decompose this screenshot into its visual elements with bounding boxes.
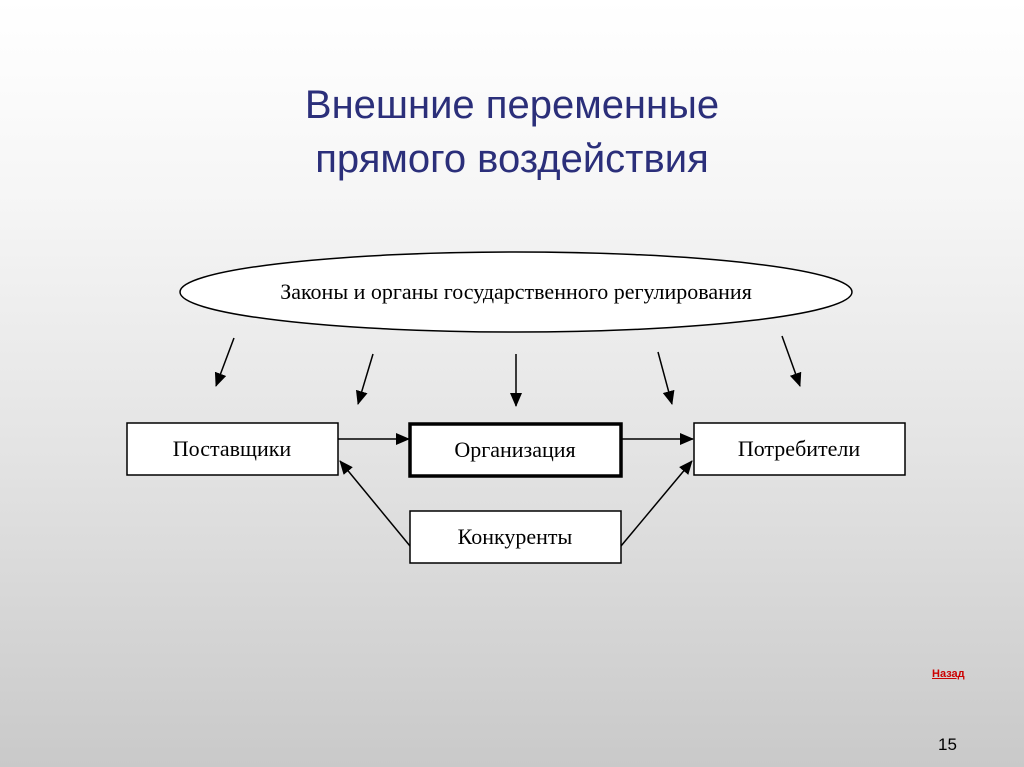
organization-box xyxy=(408,422,623,478)
slide-title: Внешние переменные прямого воздействия xyxy=(0,78,1024,186)
suppliers-label: Поставщики xyxy=(173,436,292,461)
arrow-regulation-4 xyxy=(657,351,675,405)
arrow-regulation-2 xyxy=(355,353,374,405)
consumers-box xyxy=(693,422,906,476)
consumers-label: Потребители xyxy=(738,436,861,461)
organization-node: Организация xyxy=(408,422,623,478)
arrow-competitors-to-consumers xyxy=(620,460,693,547)
slide-title-line-1: Внешние переменные xyxy=(304,83,720,127)
arrow-competitors-to-suppliers xyxy=(339,460,411,547)
regulation-node: Законы и органы государственного регулир… xyxy=(179,251,853,333)
arrow-regulation-5 xyxy=(781,335,802,387)
regulation-ellipse xyxy=(179,251,853,333)
organization-label: Организация xyxy=(454,437,575,462)
regulation-label: Законы и органы государственного регулир… xyxy=(280,279,752,304)
competitors-label: Конкуренты xyxy=(458,524,573,549)
suppliers-box xyxy=(126,422,339,476)
suppliers-node: Поставщики xyxy=(126,422,339,476)
arrow-regulation-1 xyxy=(214,337,235,387)
competitors-box xyxy=(409,510,622,564)
consumers-node: Потребители xyxy=(693,422,906,476)
page-number: 15 xyxy=(938,735,957,754)
back-link[interactable]: Назад xyxy=(932,668,965,680)
slide-title-line-2: прямого воздействия xyxy=(315,137,709,181)
competitors-node: Конкуренты xyxy=(409,510,622,564)
